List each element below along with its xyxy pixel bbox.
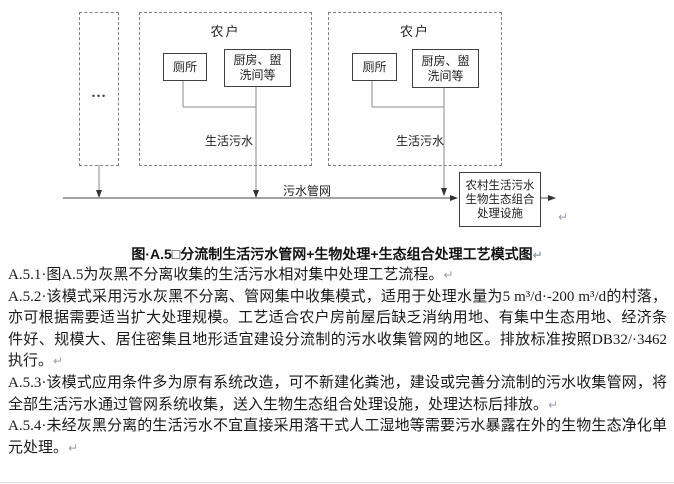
page-bottom-divider bbox=[0, 482, 674, 483]
kitchen1-label-line1: 厨房、盥 bbox=[233, 53, 282, 67]
paragraph-a5-3-text: A.5.3·该模式应用条件多为原有系统改造，可不新建化粪池，建设或完善分流制的污… bbox=[8, 374, 667, 413]
paragraph-a5-1: A.5.1·图A.5为灰黑不分离收集的生活污水相对集中处理工艺流程。↵ bbox=[8, 265, 667, 287]
toilet1-box: 厕所 bbox=[163, 53, 207, 81]
paragraph-a5-2-mark: ↵ bbox=[53, 354, 64, 369]
household1-title: 农户 bbox=[210, 24, 241, 39]
paragraph-a5-4-mark: ↵ bbox=[68, 440, 79, 455]
treatment-label-line1: 农村生活污水 bbox=[465, 179, 535, 192]
ellipsis-label: … bbox=[91, 85, 107, 101]
paragraph-a5-1-text: A.5.1·图A.5为灰黑不分离收集的生活污水相对集中处理工艺流程。 bbox=[8, 267, 444, 283]
process-flow-diagram: … 农户 厕所 厨房、盥 洗间等 生活污水 农户 厕所 厨房、盥 洗间等 生活污… bbox=[0, 0, 674, 240]
figure-caption: 图·A.5□分流制生活污水管网+生物处理+生态组合处理工艺模式图↵ bbox=[0, 244, 674, 264]
kitchen2-box: 厨房、盥 洗间等 bbox=[412, 49, 479, 88]
kitchen1-box: 厨房、盥 洗间等 bbox=[224, 49, 291, 87]
household1-down-arrowhead bbox=[253, 190, 259, 198]
household2-down-arrowhead bbox=[441, 188, 447, 196]
sewage-pipe-label: 污水管网 bbox=[283, 184, 332, 198]
toilet2-box: 厕所 bbox=[352, 53, 397, 81]
paragraph-a5-3-mark: ↵ bbox=[548, 397, 559, 412]
figure-caption-text: 图·A.5□分流制生活污水管网+生物处理+生态组合处理工艺模式图 bbox=[131, 246, 533, 262]
outflow-arrowhead bbox=[548, 195, 556, 201]
paragraph-a5-1-mark: ↵ bbox=[443, 268, 454, 282]
paragraph-a5-2-text: A.5.2·该模式采用污水灰黑不分离、管网集中收集模式，适用于处理水量为5 m³… bbox=[8, 288, 667, 370]
diagram-paragraph-mark: ↵ bbox=[558, 210, 569, 224]
treatment-label-line3: 处理设施 bbox=[477, 207, 523, 220]
household2-title: 农户 bbox=[399, 24, 430, 39]
diagram-connector-lines bbox=[63, 78, 556, 201]
paragraph-a5-2: A.5.2·该模式采用污水灰黑不分离、管网集中收集模式，适用于处理水量为5 m³… bbox=[8, 287, 667, 373]
treatment-facility-box: 农村生活污水 生物生态组合 处理设施 bbox=[459, 172, 541, 227]
household-box-1: 农户 厕所 厨房、盥 洗间等 bbox=[139, 12, 312, 166]
paragraph-a5-4-text: A.5.4·未经灰黑分离的生活污水不宜直接采用落干式人工湿地等需要污水暴露在外的… bbox=[8, 418, 667, 456]
kitchen1-label-line2: 洗间等 bbox=[239, 68, 276, 82]
ellipsis-down-arrowhead bbox=[96, 190, 102, 198]
body-text-block: A.5.1·图A.5为灰黑不分离收集的生活污水相对集中处理工艺流程。↵ A.5.… bbox=[8, 265, 667, 459]
paragraph-a5-4: A.5.4·未经灰黑分离的生活污水不宜直接采用落干式人工湿地等需要污水暴露在外的… bbox=[8, 416, 667, 459]
paragraph-a5-3: A.5.3·该模式应用条件多为原有系统改造，可不新建化粪池，建设或完善分流制的污… bbox=[8, 373, 667, 416]
household-box-2: 农户 厕所 厨房、盥 洗间等 bbox=[328, 12, 502, 166]
household2-flow-label: 生活污水 bbox=[396, 134, 445, 148]
kitchen2-label-line2: 洗间等 bbox=[427, 68, 464, 83]
treatment-label-line2: 生物生态组合 bbox=[465, 193, 535, 206]
caption-paragraph-mark: ↵ bbox=[532, 248, 543, 262]
kitchen2-label-line1: 厨房、盥 bbox=[421, 53, 470, 68]
household1-flow-label: 生活污水 bbox=[205, 134, 254, 148]
toilet2-label: 厕所 bbox=[362, 59, 387, 74]
pipe-right-arrowhead bbox=[450, 195, 458, 201]
ellipsis-household-box: … bbox=[79, 12, 119, 166]
toilet1-label: 厕所 bbox=[172, 59, 197, 74]
